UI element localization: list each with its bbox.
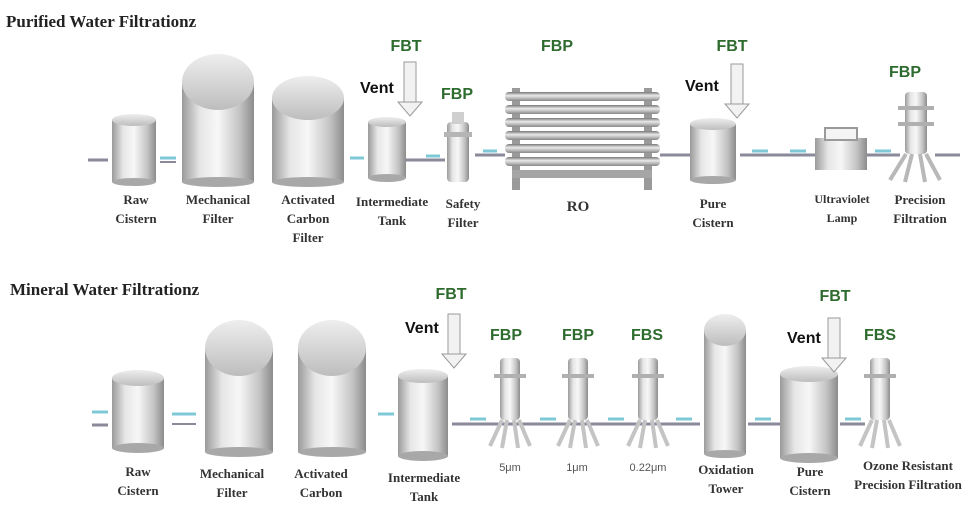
fbp-tag-safety: FBP [441, 86, 473, 103]
pure-cistern-2 [780, 366, 838, 463]
ozone-precision-filtration-label: Ozone Resistant Precision Filtration [854, 458, 962, 492]
pure-cistern-1-label: Pure Cistern [692, 196, 734, 230]
mechanical-filter-2 [205, 320, 273, 457]
fbt-tag-3: FBT [435, 286, 467, 303]
fbp-tag-precision: FBP [889, 64, 921, 81]
intermediate-tank-2 [398, 369, 448, 461]
mechanical-filter-1-label: Mechanical Filter [185, 192, 251, 226]
fbp-tag-ro: FBP [541, 38, 573, 55]
fbt-tag-2: FBT [716, 38, 748, 55]
vent-arrow-4 [820, 317, 848, 373]
purified-section-title: Purified Water Filtrationz [6, 12, 197, 31]
mineral-section-title: Mineral Water Filtrationz [10, 280, 200, 299]
intermediate-tank-2-label: Intermediate Tank [387, 470, 461, 504]
vent-arrow-3 [440, 313, 468, 369]
intermediate-tank-1-label: Intermediate Tank [355, 194, 429, 228]
fbt-tag-4: FBT [819, 288, 851, 305]
raw-cistern-1 [112, 114, 156, 186]
ro-unit [505, 88, 660, 190]
mechanical-filter-2-label: Mechanical Filter [199, 466, 265, 500]
vent-label-1: Vent [360, 80, 394, 97]
fbs-tag-0-22um: FBS [631, 327, 663, 344]
fbt-tag-1: FBT [390, 38, 422, 55]
vent-arrow-2 [723, 63, 751, 119]
filter-5um [488, 358, 532, 449]
filter-1um [556, 358, 600, 449]
fbs-tag-ozone: FBS [864, 327, 896, 344]
vent-label-3: Vent [405, 320, 439, 337]
safety-filter [444, 112, 472, 182]
activated-carbon-2 [298, 320, 366, 457]
fbp-tag-5um: FBP [490, 327, 522, 344]
oxidation-tower-label: Oxidation Tower [698, 462, 754, 496]
pure-cistern-2-label: Pure Cistern [789, 464, 831, 498]
mechanical-filter-1 [182, 54, 254, 187]
raw-cistern-1-label: Raw Cistern [115, 192, 157, 226]
precision-filter-1 [888, 92, 942, 183]
uv-lamp-label: Ultraviolet Lamp [814, 192, 870, 225]
vent-label-4: Vent [787, 330, 821, 347]
activated-carbon-filter-1-label: Activated Carbon Filter [281, 192, 335, 245]
safety-filter-label: Safety Filter [445, 196, 481, 230]
pipes-row-1 [88, 149, 960, 163]
oxidation-tower [704, 314, 746, 458]
raw-cistern-2-label: Raw Cistern [117, 464, 159, 498]
pure-cistern-1 [690, 118, 736, 184]
ultraviolet-lamp [815, 127, 867, 170]
precision-filtration-label: Precision Filtration [893, 192, 947, 226]
micron-label-5um: 5μm [499, 462, 521, 474]
micron-label-0-22um: 0.22μm [629, 462, 667, 474]
vent-label-2: Vent [685, 78, 719, 95]
ro-label: RO [566, 199, 590, 215]
raw-cistern-2 [112, 370, 164, 453]
activated-carbon-filter-1 [272, 76, 344, 187]
filter-0-22um [626, 358, 670, 449]
micron-label-1um: 1μm [566, 462, 588, 474]
activated-carbon-2-label: Activated Carbon [294, 466, 348, 500]
ozone-precision-filter [858, 358, 902, 449]
fbp-tag-1um: FBP [562, 327, 594, 344]
intermediate-tank-1 [368, 117, 406, 182]
vent-arrow-1 [396, 61, 424, 117]
